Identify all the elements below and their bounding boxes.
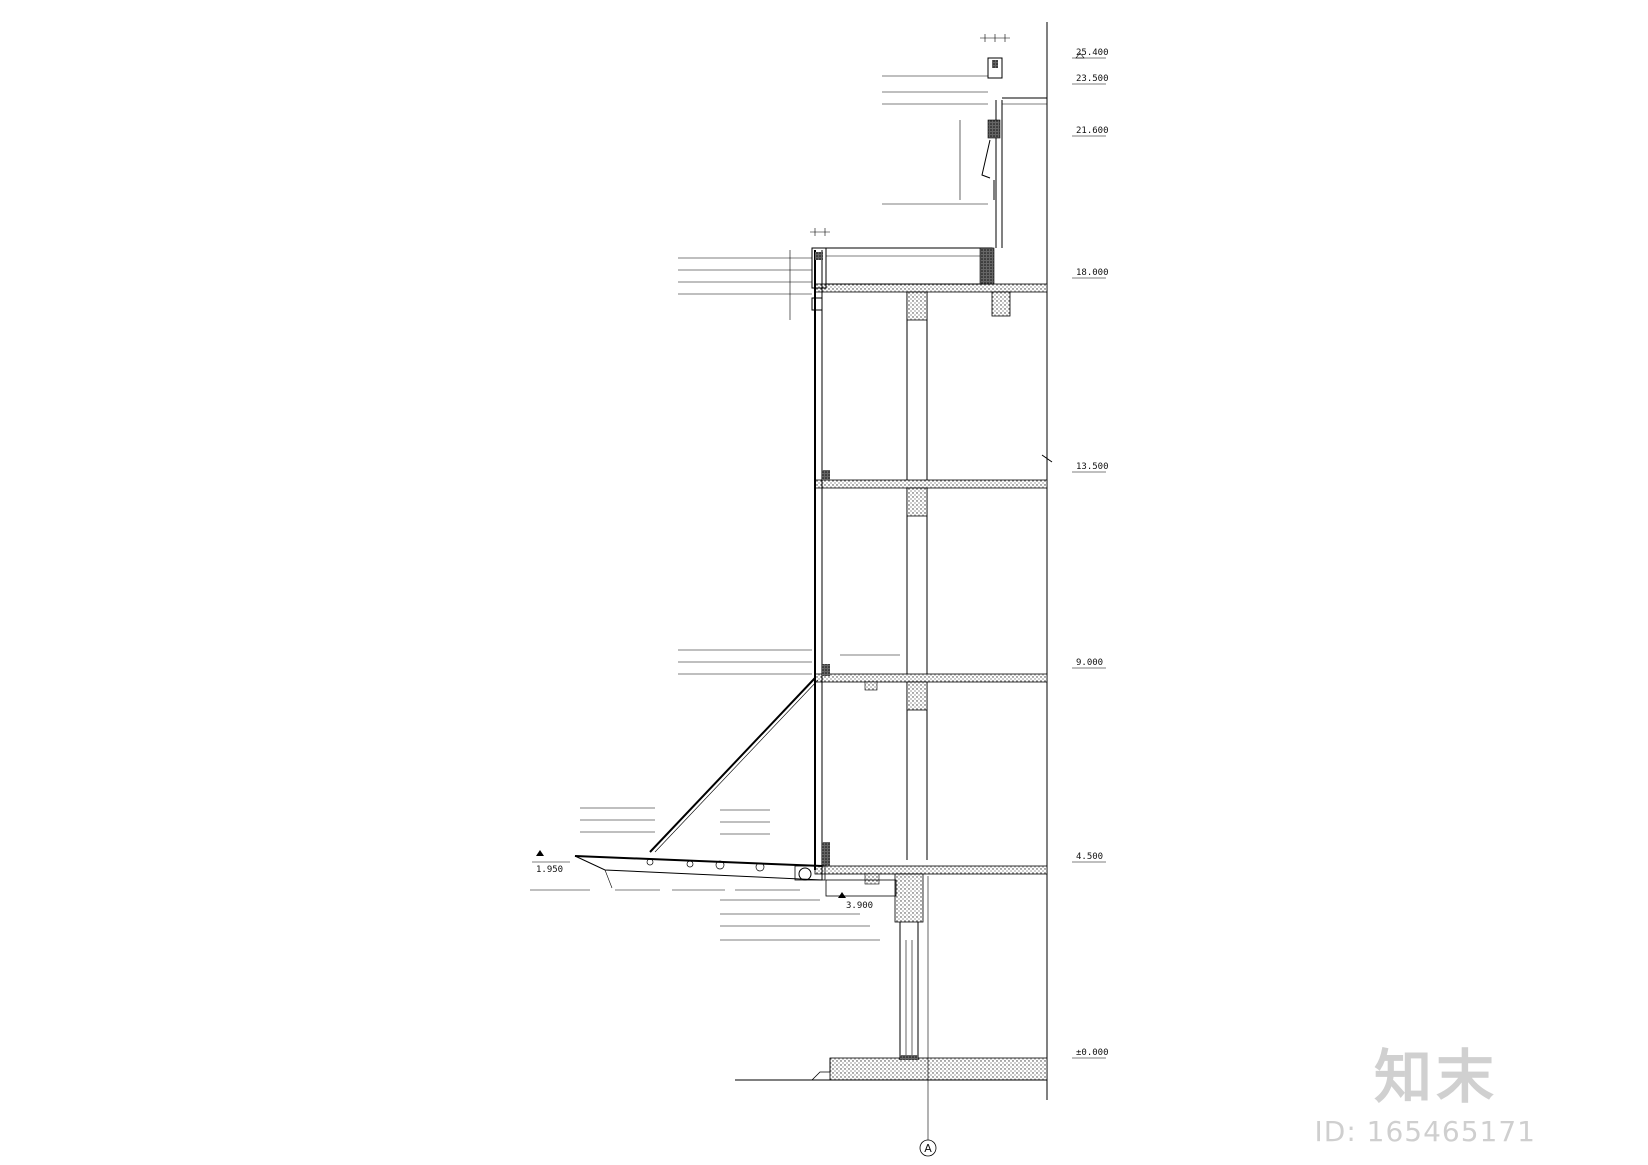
dimension-ticks: [789, 34, 1010, 320]
level-label-roof: 18.000: [1076, 268, 1109, 278]
level-label-parapet: 23.500: [1076, 74, 1109, 84]
level-marker-top: 25.400: [1072, 48, 1109, 59]
level-marker-roof: 18.000: [1072, 268, 1109, 279]
curtain-wall: [811, 247, 830, 870]
level-marker-3f: 13.500: [1072, 462, 1109, 473]
watermark-logo: 知末: [1373, 1043, 1498, 1111]
watermark-id: ID: 165465171: [1314, 1115, 1536, 1148]
ground-slab: [735, 1057, 1048, 1081]
grid-axis-label: A: [924, 1142, 932, 1155]
level-label-2f: 9.000: [1076, 658, 1103, 668]
level-marker-2f: 9.000: [1072, 658, 1106, 669]
note-leaders: [530, 75, 988, 941]
level-label-ledge: 21.600: [1076, 126, 1109, 136]
roof-slab: [814, 283, 1048, 321]
level-label-ground: ±0.000: [1076, 1048, 1109, 1058]
grid-axis-a: A: [919, 876, 937, 1157]
level-marker-ledge: 21.600: [1072, 126, 1109, 137]
level-label-canopy: 1.950: [536, 865, 563, 875]
level-label-beam: 3.900: [846, 901, 873, 911]
level-label-3f: 13.500: [1076, 462, 1109, 472]
level-label-top: 25.400: [1076, 48, 1109, 58]
level-marker-ground: ±0.000: [1072, 1048, 1109, 1059]
canopy: [574, 677, 897, 897]
floor-slab-1f: [814, 865, 1048, 923]
level-marker-parapet: 23.500: [1072, 74, 1109, 85]
ground-column: [899, 922, 919, 1060]
level-marker-1f: 4.500: [1072, 852, 1106, 863]
upper-parapet: [981, 57, 1047, 248]
level-marker-canopy: 1.950: [532, 850, 570, 875]
break-mark: [1041, 454, 1053, 463]
floor-slab-2f: [814, 673, 1048, 711]
level-label-1f: 4.500: [1076, 852, 1103, 862]
roof-parapet: [825, 247, 995, 285]
canopy-tie-rod: [649, 677, 816, 853]
floor-slab-3f: [814, 479, 1048, 517]
level-marker-beam: 3.900: [838, 892, 873, 911]
